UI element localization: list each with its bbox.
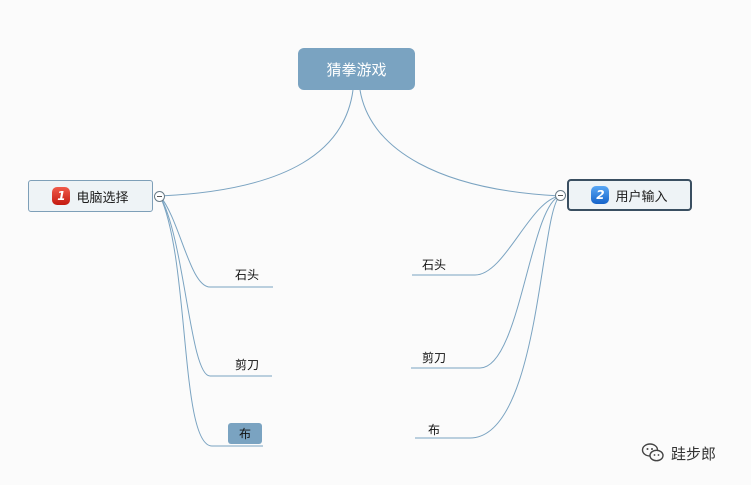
root-node[interactable]: 猜拳游戏 <box>298 48 415 90</box>
branch-node-user-input[interactable]: 2 用户输入 <box>567 179 692 211</box>
link-root-to-left <box>159 89 354 197</box>
leaf-node-right-cloth[interactable]: 布 <box>428 423 441 437</box>
root-label: 猜拳游戏 <box>326 60 387 79</box>
leaf-node-left-scissors[interactable]: 剪刀 <box>235 358 260 372</box>
link-left-leaf-2 <box>159 195 272 377</box>
link-right-leaf-2 <box>411 195 561 369</box>
link-right-leaf-1 <box>412 195 561 276</box>
link-left-leaf-3 <box>159 195 263 447</box>
collapse-toggle-left[interactable] <box>154 191 165 202</box>
wechat-icon <box>641 443 664 462</box>
collapse-toggle-right[interactable] <box>555 190 566 201</box>
branch-node-computer-choice[interactable]: 1 电脑选择 <box>28 180 153 212</box>
branch-label: 电脑选择 <box>76 190 129 206</box>
watermark-text: 跬步郎 <box>671 444 717 463</box>
branch-label: 用户输入 <box>615 189 668 205</box>
link-left-leaf-1 <box>159 195 273 288</box>
leaf-node-left-cloth-selected[interactable]: 布 <box>228 423 262 444</box>
leaf-node-right-scissors[interactable]: 剪刀 <box>422 351 447 365</box>
watermark: 跬步郎 <box>641 442 716 464</box>
link-right-leaf-3 <box>415 195 561 439</box>
leaf-node-left-rock[interactable]: 石头 <box>235 268 260 282</box>
leaf-node-right-rock[interactable]: 石头 <box>422 258 447 272</box>
priority-2-icon: 2 <box>591 186 610 204</box>
priority-1-icon: 1 <box>52 187 71 205</box>
link-root-to-right <box>359 89 561 197</box>
